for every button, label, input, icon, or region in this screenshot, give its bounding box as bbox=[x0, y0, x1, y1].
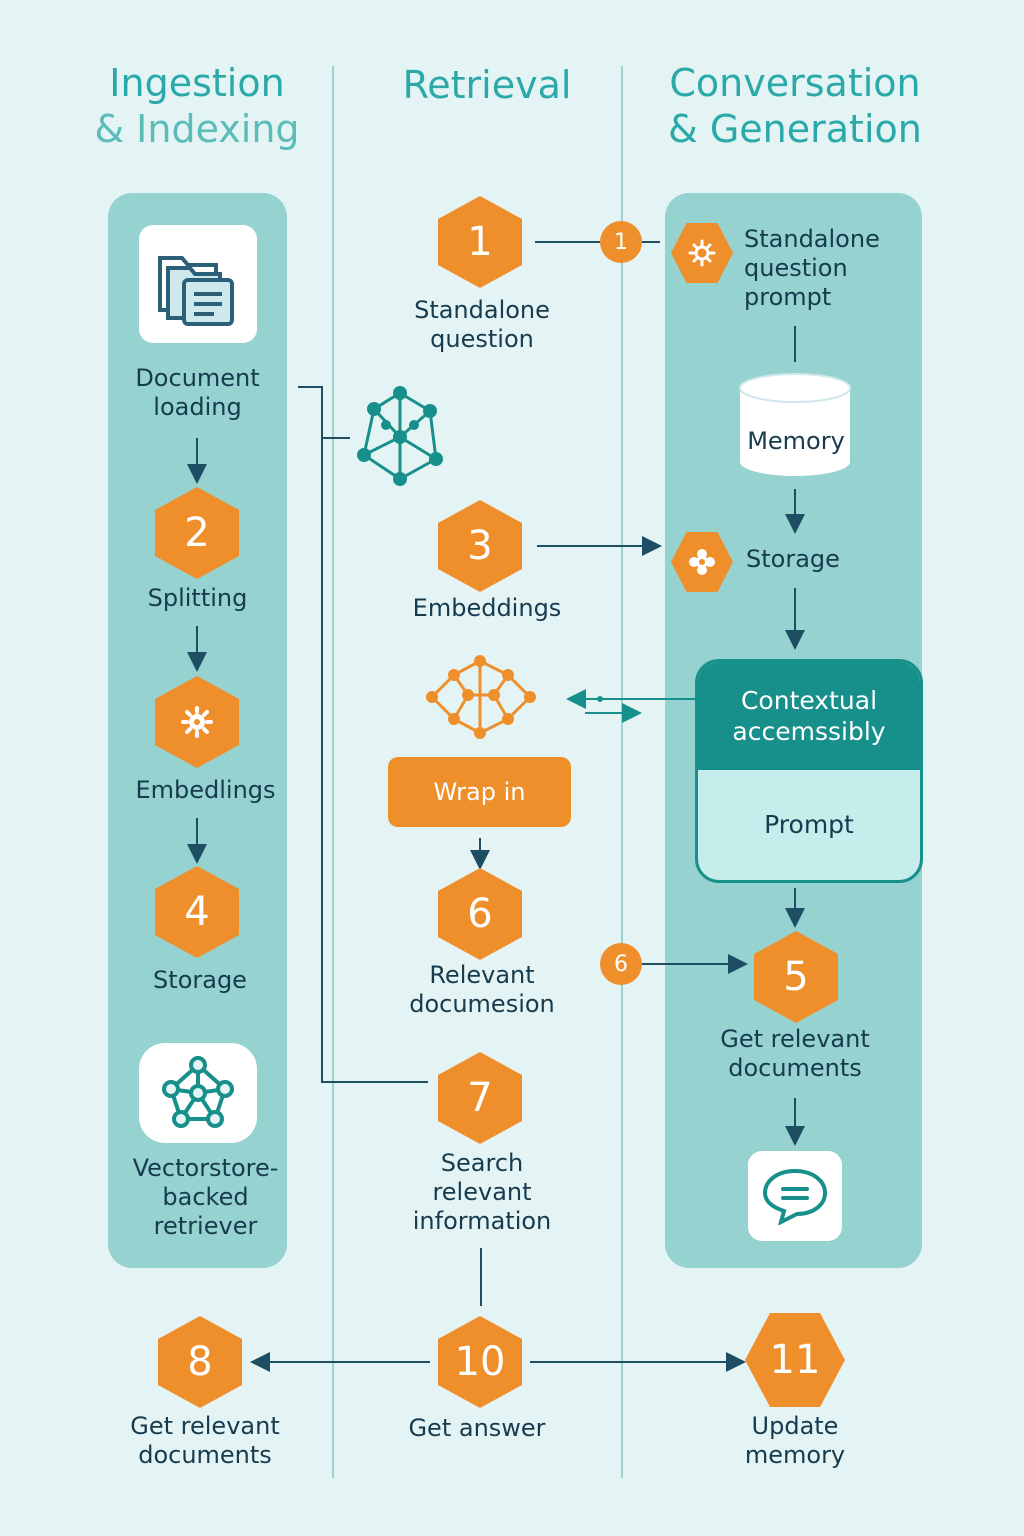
vectorstore-label: Vectorstore- backed retriever bbox=[132, 1154, 279, 1240]
get-answer-label: Get answer bbox=[408, 1414, 546, 1442]
vectorstore-card bbox=[139, 1043, 257, 1143]
storage-label-right: Storage bbox=[746, 545, 840, 573]
header-retrieval: Retrieval bbox=[402, 63, 572, 107]
contextual-prompt-box: Contextual accemssibly Prompt bbox=[695, 659, 923, 883]
prompt-label: Prompt bbox=[764, 809, 854, 839]
database-icon bbox=[739, 373, 851, 476]
embedlings-label: Embedlings bbox=[135, 776, 276, 804]
column-divider-left bbox=[332, 66, 334, 1478]
get-relevant-docs-label-bottom: Get relevant documents bbox=[130, 1412, 280, 1469]
connector-1-circle: 1 bbox=[600, 221, 642, 263]
step-10-hex: 10 bbox=[438, 1316, 522, 1408]
embeddings-label: Embeddings bbox=[412, 594, 562, 622]
header-conversation-line1: Conversation bbox=[669, 61, 921, 105]
document-loading-card bbox=[139, 225, 257, 343]
column-divider-right bbox=[621, 66, 623, 1478]
document-loading-label: Document loading bbox=[135, 364, 260, 421]
update-memory-label: Update memory bbox=[744, 1412, 846, 1469]
gear-icon bbox=[181, 706, 213, 738]
storage-label-left: Storage bbox=[153, 966, 247, 994]
contextual-label: Contextual accemssibly bbox=[732, 686, 886, 746]
relevant-docs-label: Relevant documesion bbox=[409, 961, 555, 1018]
get-relevant-docs-label-right: Get relevant documents bbox=[720, 1025, 870, 1082]
step-7-hex: 7 bbox=[438, 1052, 522, 1144]
network-graph-icon bbox=[357, 386, 443, 486]
memory-label: Memory bbox=[747, 427, 845, 455]
network-graph-icon bbox=[162, 1056, 234, 1128]
header-ingestion: Ingestion & Indexing bbox=[92, 60, 302, 152]
prompt-section: Prompt bbox=[698, 770, 920, 878]
connector-6-circle: 6 bbox=[600, 943, 642, 985]
gear-icon bbox=[688, 239, 716, 267]
standalone-question-label: Standalone question bbox=[414, 296, 550, 353]
standalone-prompt-label: Standalone question prompt bbox=[744, 225, 880, 311]
splitting-label: Splitting bbox=[147, 584, 248, 612]
neural-network-icon bbox=[426, 655, 536, 739]
step-8-hex: 8 bbox=[158, 1316, 242, 1408]
contextual-header: Contextual accemssibly bbox=[698, 662, 920, 770]
wrap-in-button[interactable]: Wrap in bbox=[388, 757, 571, 827]
search-relevant-label: Search relevant information bbox=[412, 1149, 552, 1235]
flower-icon bbox=[689, 549, 715, 575]
header-conversation: Conversation & Generation bbox=[650, 60, 940, 152]
header-ingestion-line1: Ingestion bbox=[109, 61, 285, 105]
folder-document-icon bbox=[158, 256, 234, 326]
header-ingestion-line2: & Indexing bbox=[94, 107, 300, 151]
chat-card bbox=[748, 1151, 842, 1241]
chat-bubble-icon bbox=[762, 1168, 828, 1225]
header-conversation-line2: & Generation bbox=[668, 107, 922, 151]
